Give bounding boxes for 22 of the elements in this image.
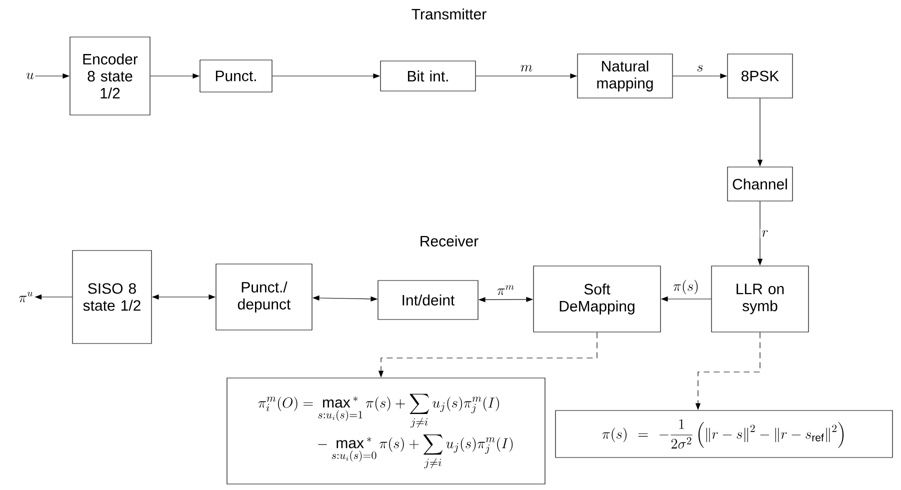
edge-label: $s$ <box>697 64 703 72</box>
formula-box: $\begin{aligned}\pi_i^m(O) &= \mathop{\max{}^*}\limits_{s:u_i(s)=1} \pi(s) + \sum_{j\neq i} u_j(s)\pi_j^m(I)\\ &\quad - \mathop{\max{}^*}\limits_{s:u_i(s)=0} \pi(s) + \sum_{j\neq i} u_j(s)\pi_j^m(I)\end{aligned}$ <box>226 378 546 484</box>
process-box: LLR on symb <box>711 266 809 332</box>
edge-label: $\pi^m$ <box>497 285 514 295</box>
encoder-box: Encoder 8 state 1/2 <box>70 36 150 116</box>
output-label: $\pi^u$ <box>19 292 33 302</box>
edge-label: $m$ <box>520 64 532 72</box>
formula-box: $\pi(s) = -\frac{1}{2\sigma^2}\left(\left\|r-s\right\|^2 - \left\|r-s_{\mathrm{ref}}\right\|^2\right)$ <box>555 410 893 458</box>
input-label: $u$ <box>26 72 34 80</box>
process-box: Punct. <box>200 60 272 92</box>
edge-label: $r$ <box>762 230 768 237</box>
decoder-box: SISO 8 state 1/2 <box>72 250 152 344</box>
process-box: Bit int. <box>380 60 476 92</box>
process-box: 8PSK <box>727 54 793 98</box>
edge-label: $\pi(s)$ <box>673 280 698 294</box>
process-box: Int/deint <box>378 280 478 320</box>
process-box: Punct./ depunct <box>216 264 312 330</box>
process-box: Natural mapping <box>577 54 673 98</box>
process-box: Channel <box>727 166 793 202</box>
section-heading: Receiver <box>420 236 478 246</box>
process-box: Soft DeMapping <box>533 266 661 332</box>
section-heading: Transmitter <box>412 8 486 20</box>
